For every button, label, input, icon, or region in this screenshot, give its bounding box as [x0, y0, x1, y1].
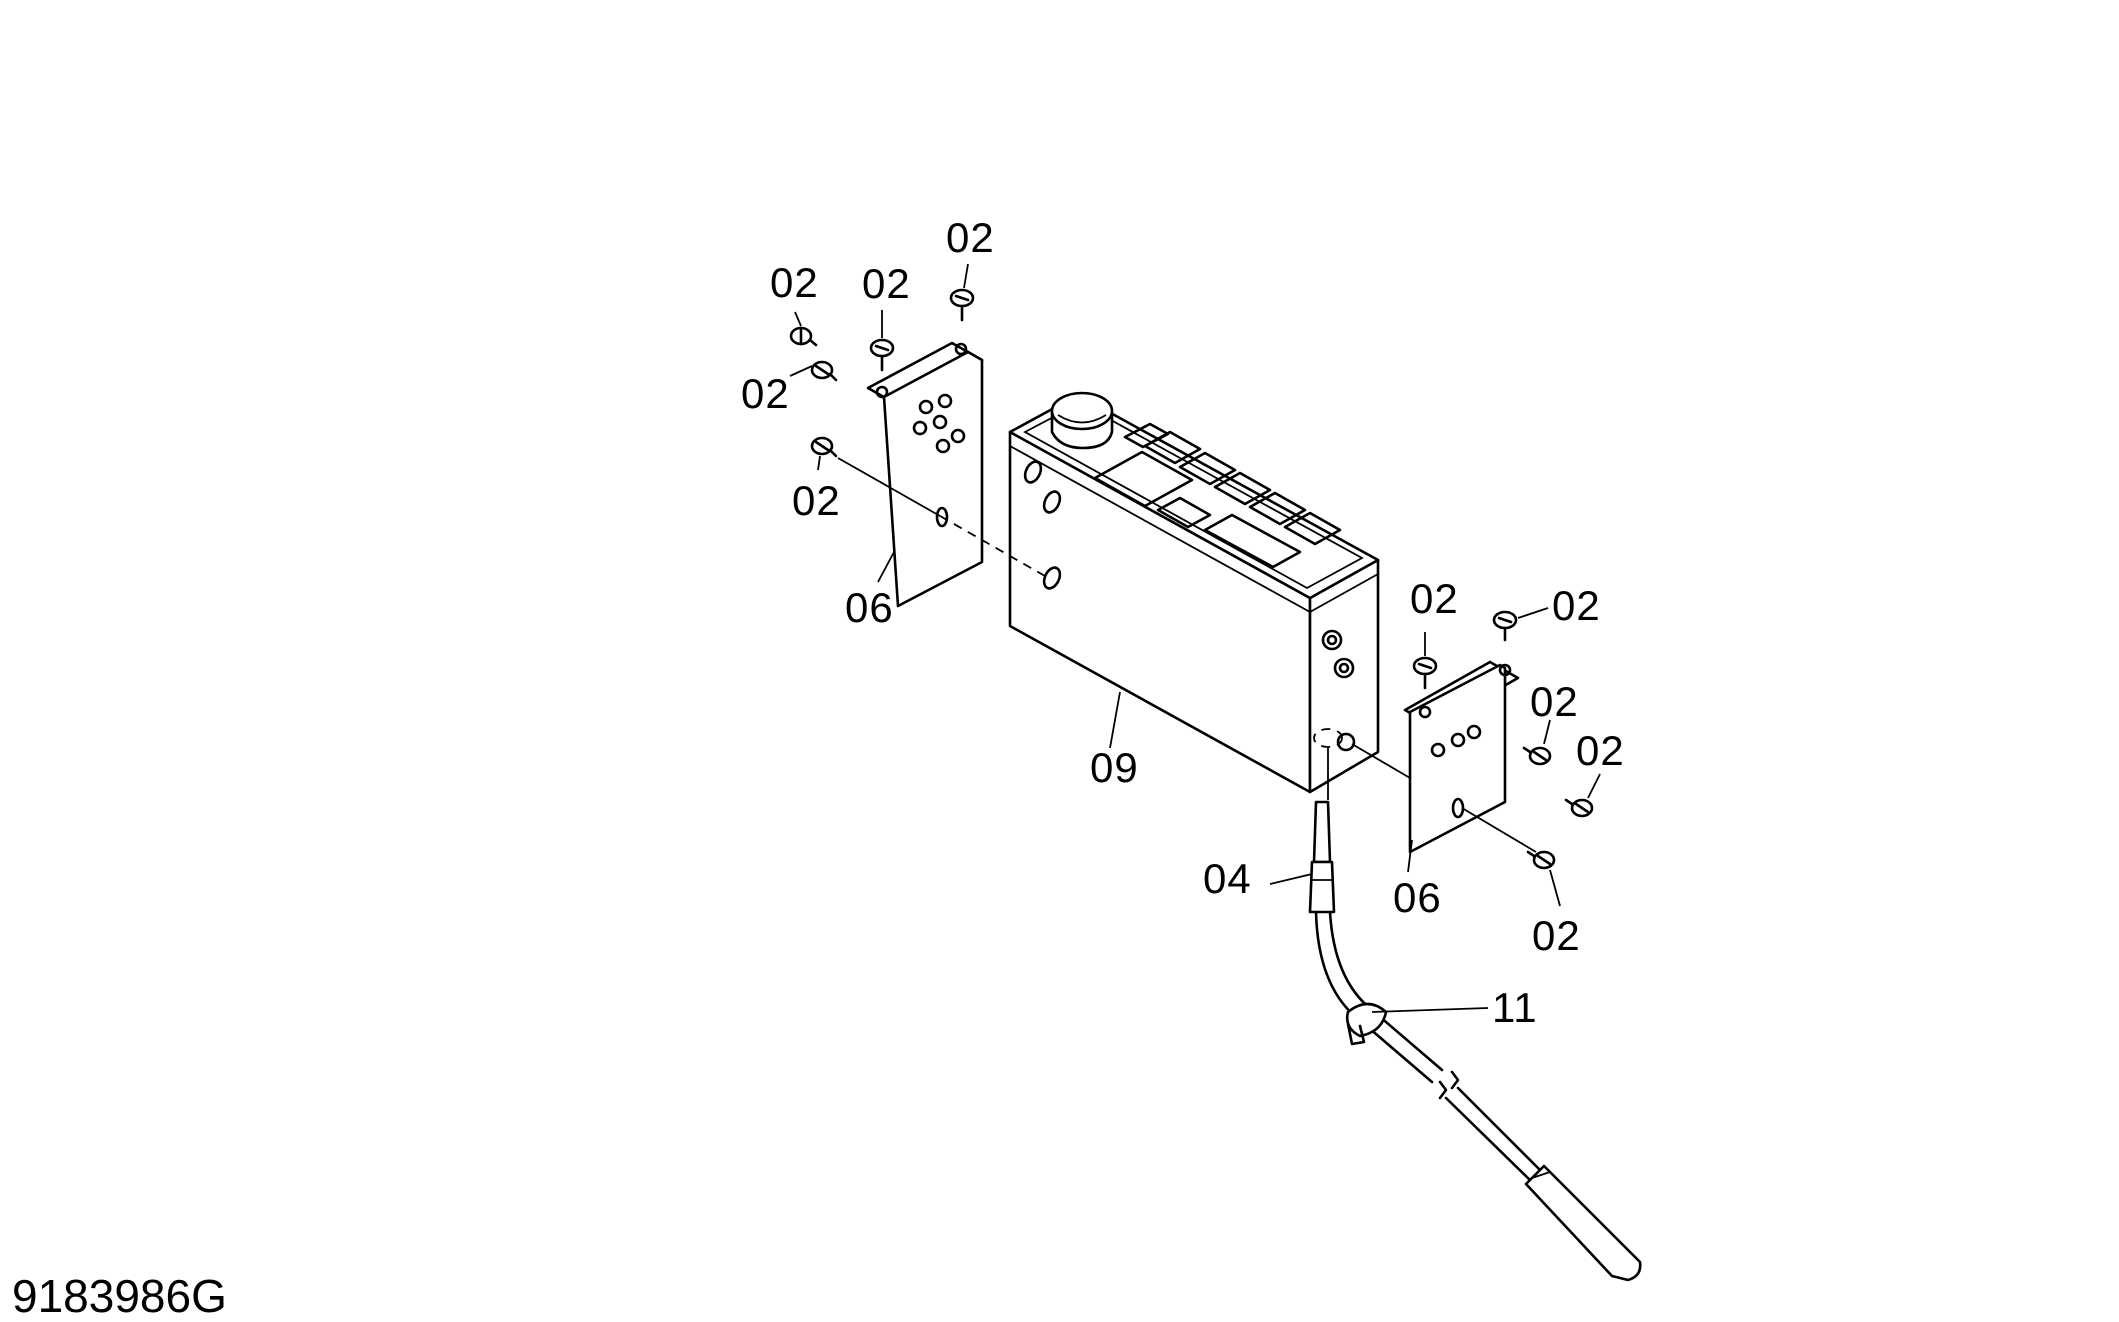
callout-screw-e: 02	[792, 477, 841, 524]
screw-d	[949, 288, 975, 322]
callout-screw-d: 02	[946, 214, 995, 261]
reference-number: 9183986G	[12, 1270, 227, 1322]
callout-clamp: 11	[1492, 984, 1538, 1031]
screw-h	[1522, 746, 1552, 766]
screw-e	[810, 436, 838, 458]
callout-screw-h: 02	[1530, 678, 1579, 725]
callout-sensor: 04	[1203, 855, 1252, 902]
callout-bracket-right: 06	[1393, 874, 1442, 921]
sensor-assembly	[1308, 800, 1642, 1282]
callout-labels: 02 02 02 02 02 06 09 04 02 02 02 02 06 0…	[741, 214, 1625, 1031]
control-unit	[1008, 391, 1380, 794]
screw-j	[1526, 850, 1556, 870]
screw-g	[1492, 610, 1518, 642]
callout-screw-g: 02	[1552, 582, 1601, 629]
screw-i	[1564, 798, 1594, 818]
callout-screw-i: 02	[1576, 727, 1625, 774]
screw-f	[1412, 656, 1438, 690]
callout-screw-j: 02	[1532, 912, 1581, 959]
callout-screw-a: 02	[770, 259, 819, 306]
screw-b	[810, 360, 838, 382]
callout-screw-f: 02	[1410, 575, 1459, 622]
callout-unit-body: 09	[1090, 744, 1139, 791]
callout-screw-c: 02	[862, 260, 911, 307]
callout-bracket-left: 06	[845, 584, 894, 631]
screws	[789, 288, 1594, 870]
leader-lines	[789, 263, 1601, 1013]
assembly-lines	[837, 457, 1537, 853]
callout-screw-b: 02	[741, 370, 790, 417]
screw-c	[869, 338, 895, 372]
bracket-left	[866, 341, 984, 608]
bracket-right	[1403, 660, 1520, 854]
screw-a	[789, 326, 818, 347]
